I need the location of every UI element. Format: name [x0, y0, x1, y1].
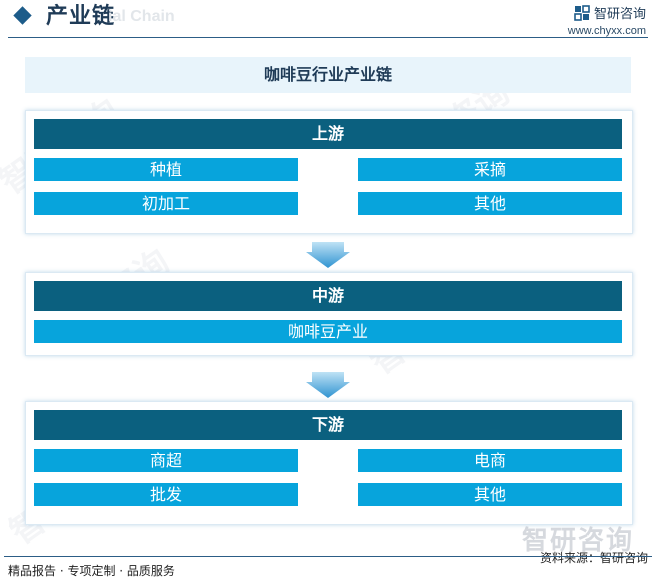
down-arrow-icon — [306, 242, 350, 268]
source-note: 资料来源：智研咨询 — [539, 551, 648, 565]
watermark-logo: 智研咨询 — [521, 526, 634, 556]
downstream-item: 商超 — [34, 449, 298, 472]
page-header: 产业链 ial Chain 智研咨询 www.chyxx.com — [0, 0, 656, 38]
upstream-item: 其他 — [358, 192, 622, 215]
downstream-item: 电商 — [358, 449, 622, 472]
midstream-header: 中游 — [34, 281, 622, 311]
page-title: 产业链 — [46, 4, 116, 29]
upstream-item: 采摘 — [358, 158, 622, 181]
upstream-item: 种植 — [34, 158, 298, 181]
header-ghost-text: ial Chain — [108, 8, 175, 25]
diagram-title: 咖啡豆行业产业链 — [25, 57, 631, 93]
down-arrow-icon — [306, 372, 350, 398]
brand-logo: 智研咨询 www.chyxx.com — [568, 5, 646, 38]
midstream-panel: 中游 咖啡豆产业 — [25, 272, 633, 356]
logo-url: www.chyxx.com — [567, 25, 646, 37]
downstream-panel: 下游 商超 电商 批发 其他 — [25, 401, 633, 525]
logo-icon — [574, 5, 590, 21]
downstream-item: 其他 — [358, 483, 622, 506]
logo-name: 智研咨询 — [593, 7, 646, 22]
midstream-item: 咖啡豆产业 — [34, 320, 622, 343]
downstream-item: 批发 — [34, 483, 298, 506]
diamond-icon — [13, 6, 32, 25]
downstream-header: 下游 — [34, 410, 622, 440]
upstream-header: 上游 — [34, 119, 622, 149]
upstream-panel: 上游 种植 采摘 初加工 其他 — [25, 110, 633, 234]
upstream-item: 初加工 — [34, 192, 298, 215]
footer-slogan: 精品报告 · 专项定制 · 品质服务 — [8, 564, 175, 578]
header-divider — [8, 37, 648, 38]
footer-divider — [4, 556, 652, 557]
